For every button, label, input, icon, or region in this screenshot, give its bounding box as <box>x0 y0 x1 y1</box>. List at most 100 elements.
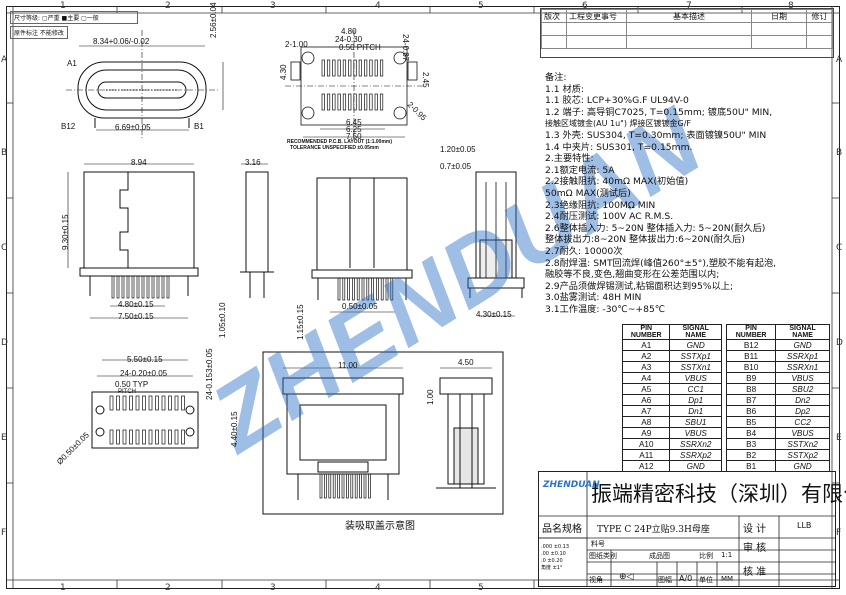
pad <box>374 93 378 111</box>
zone-top-6: 6 <box>582 1 588 11</box>
dim-316: 3.16 <box>245 158 261 167</box>
pad <box>346 473 349 499</box>
label-b1: B1 <box>194 122 204 131</box>
company-name: 振端精密科技（深圳）有限公司 <box>591 482 846 506</box>
dim-834: 8.34+0.06/-0.02 <box>93 37 150 46</box>
note-2: 1.1 胶芯: LCP+30%G.F UL94V-0 <box>545 95 689 107</box>
pin-a-signal-name: VBUS <box>669 372 722 384</box>
dim-100: 1.00 <box>426 389 435 405</box>
note-10: 50mΩ MAX(测试后) <box>545 187 631 199</box>
dim-2-100: 2-1.00 <box>285 40 308 49</box>
pin-b-pin-number: B1 <box>725 460 777 472</box>
dim-669: 6.69±0.05 <box>115 123 151 132</box>
note-9: 2.2接触阻抗: 40mΩ MAX(初始值) <box>545 176 689 188</box>
view-label: 视角 <box>589 576 603 584</box>
pin-b-pin-number: B7 <box>725 394 777 406</box>
note-15: 2.7耐久: 10000次 <box>545 245 623 257</box>
zone-bot-2: 2 <box>165 583 171 593</box>
size-value: A/0 <box>679 574 693 583</box>
pad <box>174 395 179 411</box>
pad <box>324 473 327 499</box>
pin-a-pin-number: A12 <box>621 460 671 472</box>
pcb-note-2: TOLERANCE UNSPECIFIED ±0.05mm <box>290 145 379 151</box>
pin-a-pin-number: A9 <box>621 427 671 439</box>
pin-a-signal-name: SSRXp2 <box>669 449 722 461</box>
pin-b-signal-name: Dp2 <box>775 405 830 417</box>
pin-b-pin-number: B5 <box>725 416 777 428</box>
pin-a-signal-name: GND <box>669 460 722 472</box>
dim-930: 9.30±0.15 <box>61 214 70 250</box>
dim-24-0153: 24-0.153±0.05 <box>205 348 214 400</box>
pin-b-pin-number: B6 <box>725 405 777 417</box>
pin-b-signal-name: SSTXn2 <box>775 438 830 450</box>
note-5: 1.3 外壳: SUS304, T=0.30mm; 表面镀镍50U" MIN <box>545 129 767 141</box>
unit-label: 单位 <box>699 576 713 584</box>
pad <box>109 395 114 411</box>
tol-0: .000 ±0.13 <box>541 544 570 550</box>
legend-opt1: 严重 <box>47 15 60 22</box>
dim-750: 7.50 <box>346 132 362 141</box>
tol-1: .00 ±0.10 <box>541 551 566 557</box>
pad <box>181 429 185 445</box>
tol-2: .0 ±0.20 <box>541 558 563 564</box>
zone-side-b: B <box>1 148 8 158</box>
pad <box>359 473 362 499</box>
pad <box>380 277 384 301</box>
note-12: 2.4耐压测试: 100V AC R.M.S. <box>545 211 674 223</box>
dim-625: 6.25 <box>346 125 362 134</box>
pad <box>174 429 179 445</box>
pin-b-head-sig: SIGNAL NAME <box>775 324 830 340</box>
pad <box>337 59 341 77</box>
dim-645: 6.45 <box>346 118 362 127</box>
dim-550: 5.50±0.15 <box>127 355 163 364</box>
note-20: 3.1工作温度: -30℃~+85℃ <box>545 303 666 315</box>
pin-a-signal-name: SBU1 <box>669 416 722 428</box>
dim-480b: 4.80±0.15 <box>118 300 154 309</box>
pcb-note-1: RECOMMENDED P.C.B. LAYOUT (1:1.00mm) <box>287 139 393 145</box>
pad <box>348 59 352 77</box>
pin-a-pin-number: A2 <box>621 350 671 362</box>
label-b12: B12 <box>61 122 76 131</box>
note-6: 1.4 中夹片: SUS301, T=0.15mm. <box>545 141 693 153</box>
pin-b-signal-name: SSTXp2 <box>775 449 830 461</box>
review-label: 审 核 <box>743 543 767 554</box>
pad <box>136 275 140 299</box>
pad <box>379 59 384 77</box>
dim-440: 4.40±0.15 <box>230 411 239 447</box>
approve-label: 核 准 <box>743 567 767 578</box>
zone-side-d-r: D <box>836 338 843 348</box>
pad <box>332 473 336 499</box>
pad <box>337 473 340 499</box>
pin-a-signal-name: SSTXn1 <box>669 361 722 373</box>
pad <box>129 429 133 445</box>
pad <box>148 395 153 411</box>
pad <box>350 473 354 499</box>
pad <box>358 59 362 77</box>
pin-a-signal-name: CC1 <box>669 383 722 395</box>
zone-side-e-r: E <box>836 433 842 443</box>
pad <box>321 59 325 77</box>
zone-side-f: F <box>1 528 7 538</box>
pad <box>129 395 133 411</box>
note-14: 整体拔出力:8~20N 整体拔出力:6~20N(耐久后) <box>545 234 745 246</box>
zone-top-4: 4 <box>375 1 381 11</box>
pad <box>116 395 120 411</box>
pad <box>337 277 341 301</box>
pad <box>366 277 370 301</box>
part-label: 料号 <box>591 540 605 548</box>
pad <box>168 429 172 445</box>
dim-105: 1.05±0.10 <box>218 302 227 338</box>
note-16: 2.8耐焊温: SMT回流焊(峰值260°±5°),塑胶不能有起泡, <box>545 257 777 269</box>
pin-a-head-num: PIN NUMBER <box>621 324 671 340</box>
pad <box>142 429 146 445</box>
